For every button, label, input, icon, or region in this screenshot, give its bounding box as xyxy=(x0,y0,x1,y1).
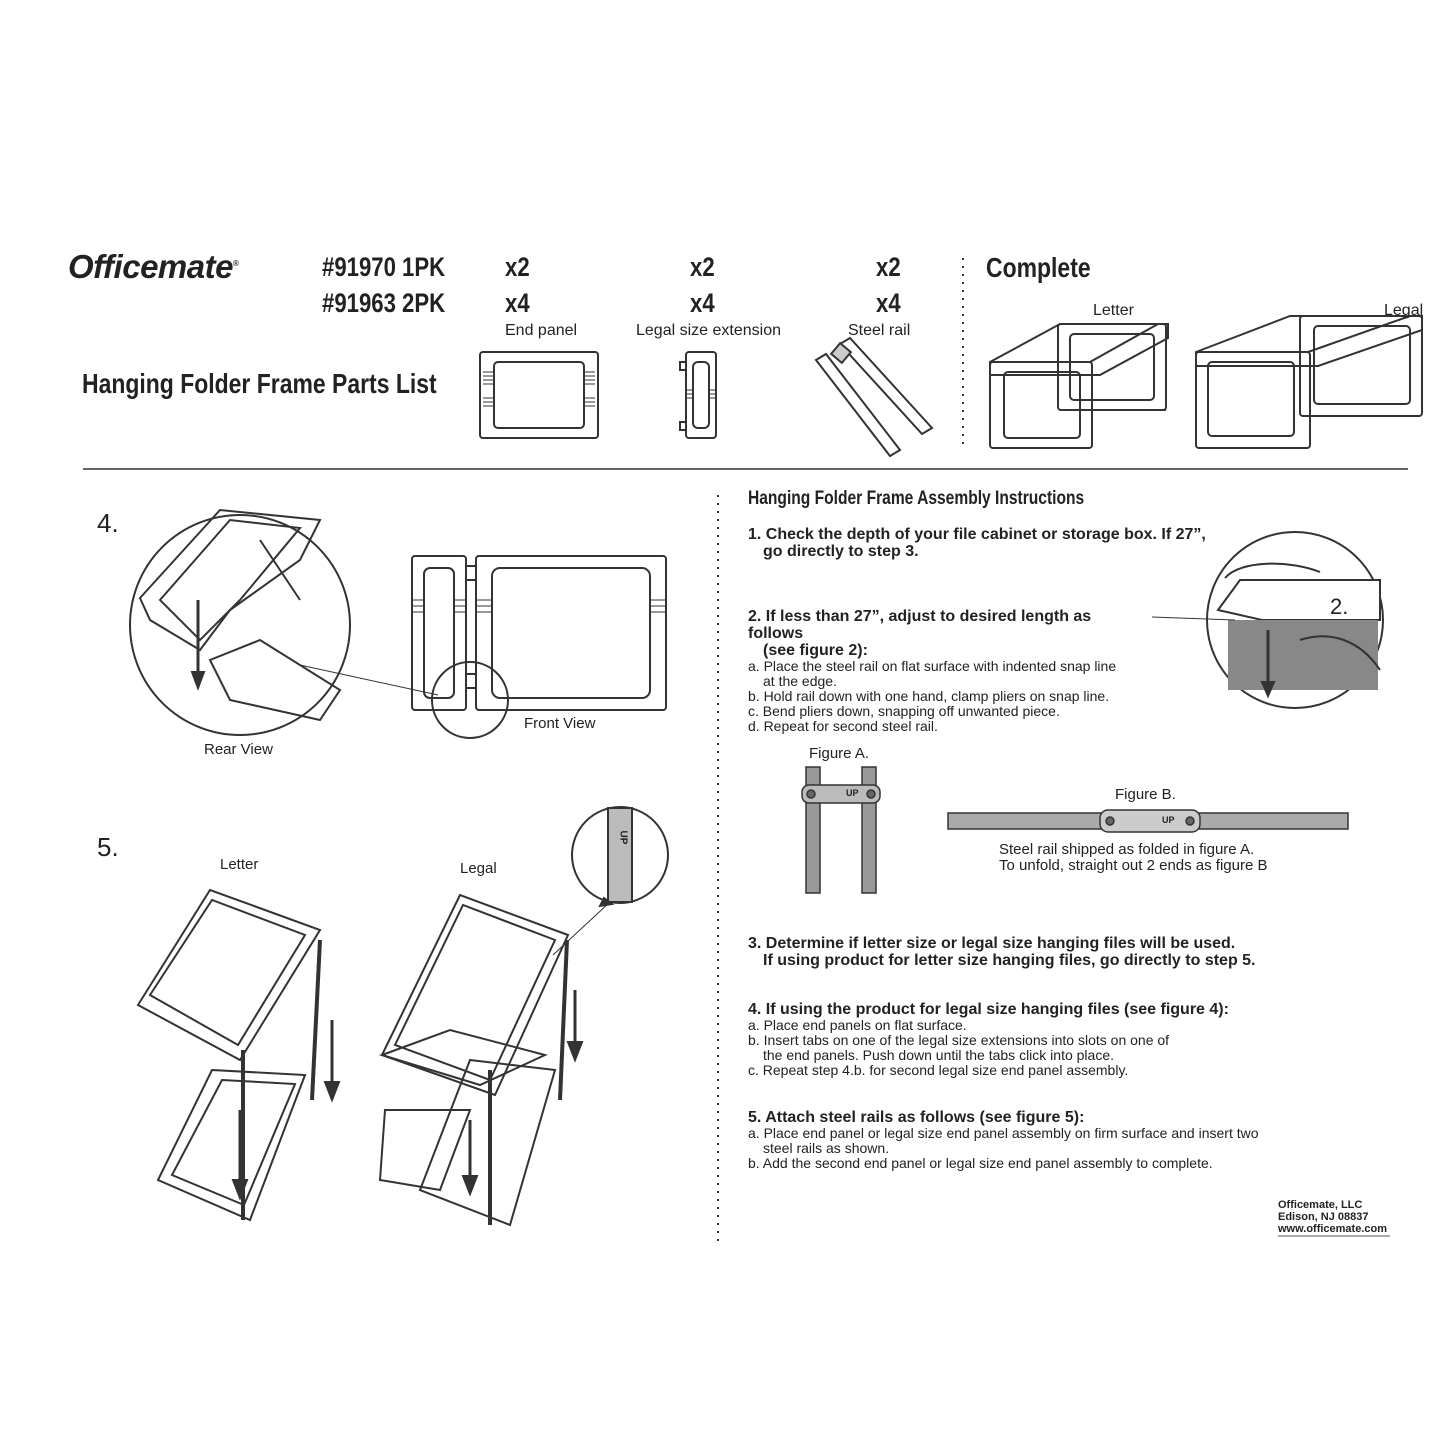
front-view-drawing xyxy=(411,555,667,739)
extension-label: Legal size extension xyxy=(636,322,781,339)
figure-a-up-mark: UP xyxy=(846,788,859,798)
address-website: www.officemate.com xyxy=(1278,1223,1388,1235)
address-line1: Officemate, LLC xyxy=(1278,1199,1363,1211)
steel-rail-qty-1pk: x2 xyxy=(876,252,901,282)
steel-rail-drawing xyxy=(814,336,934,458)
end-panel-qty-1pk: x2 xyxy=(505,252,530,282)
extension-qty-1pk: x2 xyxy=(690,252,715,282)
rail-caption: Steel rail shipped as folded in figure A… xyxy=(999,842,1268,874)
rear-view-label: Rear View xyxy=(204,741,273,758)
end-panel-qty-2pk: x4 xyxy=(505,288,530,318)
step3-line1: 3. Determine if letter size or legal siz… xyxy=(748,935,1236,952)
figure2-detail xyxy=(1206,531,1384,709)
steel-rail-qty-2pk: x4 xyxy=(876,288,901,318)
step2-line1: 2. If less than 27”, adjust to desired l… xyxy=(748,608,1092,642)
figure-b-up-mark: UP xyxy=(1162,815,1175,825)
brand-logo: Officemate® xyxy=(68,248,239,285)
sku-2pk: #91963 2PK xyxy=(322,288,446,318)
instruction-step5: 5. Attach steel rails as follows (see fi… xyxy=(748,1109,1408,1171)
step5-a-line2: steel rails as shown. xyxy=(763,1140,890,1156)
instruction-step2: 2. If less than 27”, adjust to desired l… xyxy=(748,608,1148,734)
rail-detail-up-mark: UP xyxy=(617,830,629,845)
complete-heading: Complete xyxy=(986,252,1091,283)
end-panel-drawing xyxy=(479,351,599,439)
step4-number: 4. xyxy=(97,508,119,538)
registered-mark: ® xyxy=(232,259,239,268)
complete-legal-drawing xyxy=(1195,315,1423,449)
step1-line1: 1. Check the depth of your file cabinet … xyxy=(748,526,1206,543)
instruction-step4: 4. If using the product for legal size h… xyxy=(748,1001,1408,1078)
complete-legal-label: Legal xyxy=(1384,302,1424,319)
figure-a-drawing xyxy=(801,766,881,894)
figure2-label: 2. xyxy=(1330,594,1349,619)
parts-list-title: Hanging Folder Frame Parts List xyxy=(82,368,437,399)
step5-b: b. Add the second end panel or legal siz… xyxy=(748,1155,1213,1171)
step4-c: c. Repeat step 4.b. for second legal siz… xyxy=(748,1062,1129,1078)
complete-letter-label: Letter xyxy=(1093,302,1134,319)
step5-letter-drawing xyxy=(136,888,341,1222)
step4-line1: 4. If using the product for legal size h… xyxy=(748,1001,1229,1018)
step4-b-line2: the end panels. Push down until the tabs… xyxy=(763,1047,1114,1063)
step2-b: b. Hold rail down with one hand, clamp p… xyxy=(748,688,1110,704)
step5-legal-drawing xyxy=(378,893,584,1227)
step5-line1: 5. Attach steel rails as follows (see fi… xyxy=(748,1109,1085,1126)
step5-letter-label: Letter xyxy=(220,856,259,873)
figure-b-drawing xyxy=(947,809,1349,833)
sku-1pk: #91970 1PK xyxy=(322,252,446,282)
step2-line2: (see figure 2): xyxy=(763,642,868,659)
rear-view-leader xyxy=(299,664,439,696)
steel-rail-label: Steel rail xyxy=(848,322,911,339)
instructions-title: Hanging Folder Frame Assembly Instructio… xyxy=(748,488,1085,509)
figure-a-label: Figure A. xyxy=(809,745,870,762)
step5-legal-label: Legal xyxy=(460,860,497,877)
instruction-step1: 1. Check the depth of your file cabinet … xyxy=(748,526,1408,560)
rear-view-detail xyxy=(129,508,351,736)
rail-caption-line2: To unfold, straight out 2 ends as figure… xyxy=(999,857,1268,874)
step1-line2: go directly to step 3. xyxy=(763,543,919,560)
instruction-step3: 3. Determine if letter size or legal siz… xyxy=(748,935,1408,969)
step4-b-line1: b. Insert tabs on one of the legal size … xyxy=(748,1032,1170,1048)
step2-c: c. Bend pliers down, snapping off unwant… xyxy=(748,703,1060,719)
front-view-label: Front View xyxy=(524,715,596,732)
step2-a-line2: at the edge. xyxy=(763,673,837,689)
figure2-leader xyxy=(1151,616,1236,621)
step5-a-line1: a. Place end panel or legal size end pan… xyxy=(748,1125,1259,1141)
end-panel-label: End panel xyxy=(505,322,578,339)
step3-line2: If using product for letter size hanging… xyxy=(763,952,1256,969)
step4-a: a. Place end panels on flat surface. xyxy=(748,1017,967,1033)
complete-letter-drawing xyxy=(989,323,1169,449)
step2-d: d. Repeat for second steel rail. xyxy=(748,718,938,734)
address-line2: Edison, NJ 08837 xyxy=(1278,1211,1369,1223)
step5-number: 5. xyxy=(97,832,119,862)
rail-up-detail xyxy=(552,806,669,956)
legal-extension-drawing xyxy=(679,351,717,439)
extension-qty-2pk: x4 xyxy=(690,288,715,318)
step2-a-line1: a. Place the steel rail on flat surface … xyxy=(748,658,1117,674)
company-address: Officemate, LLC Edison, NJ 08837 www.off… xyxy=(1278,1199,1387,1235)
rail-caption-line1: Steel rail shipped as folded in figure A… xyxy=(999,841,1255,858)
figure-b-label: Figure B. xyxy=(1115,786,1176,803)
